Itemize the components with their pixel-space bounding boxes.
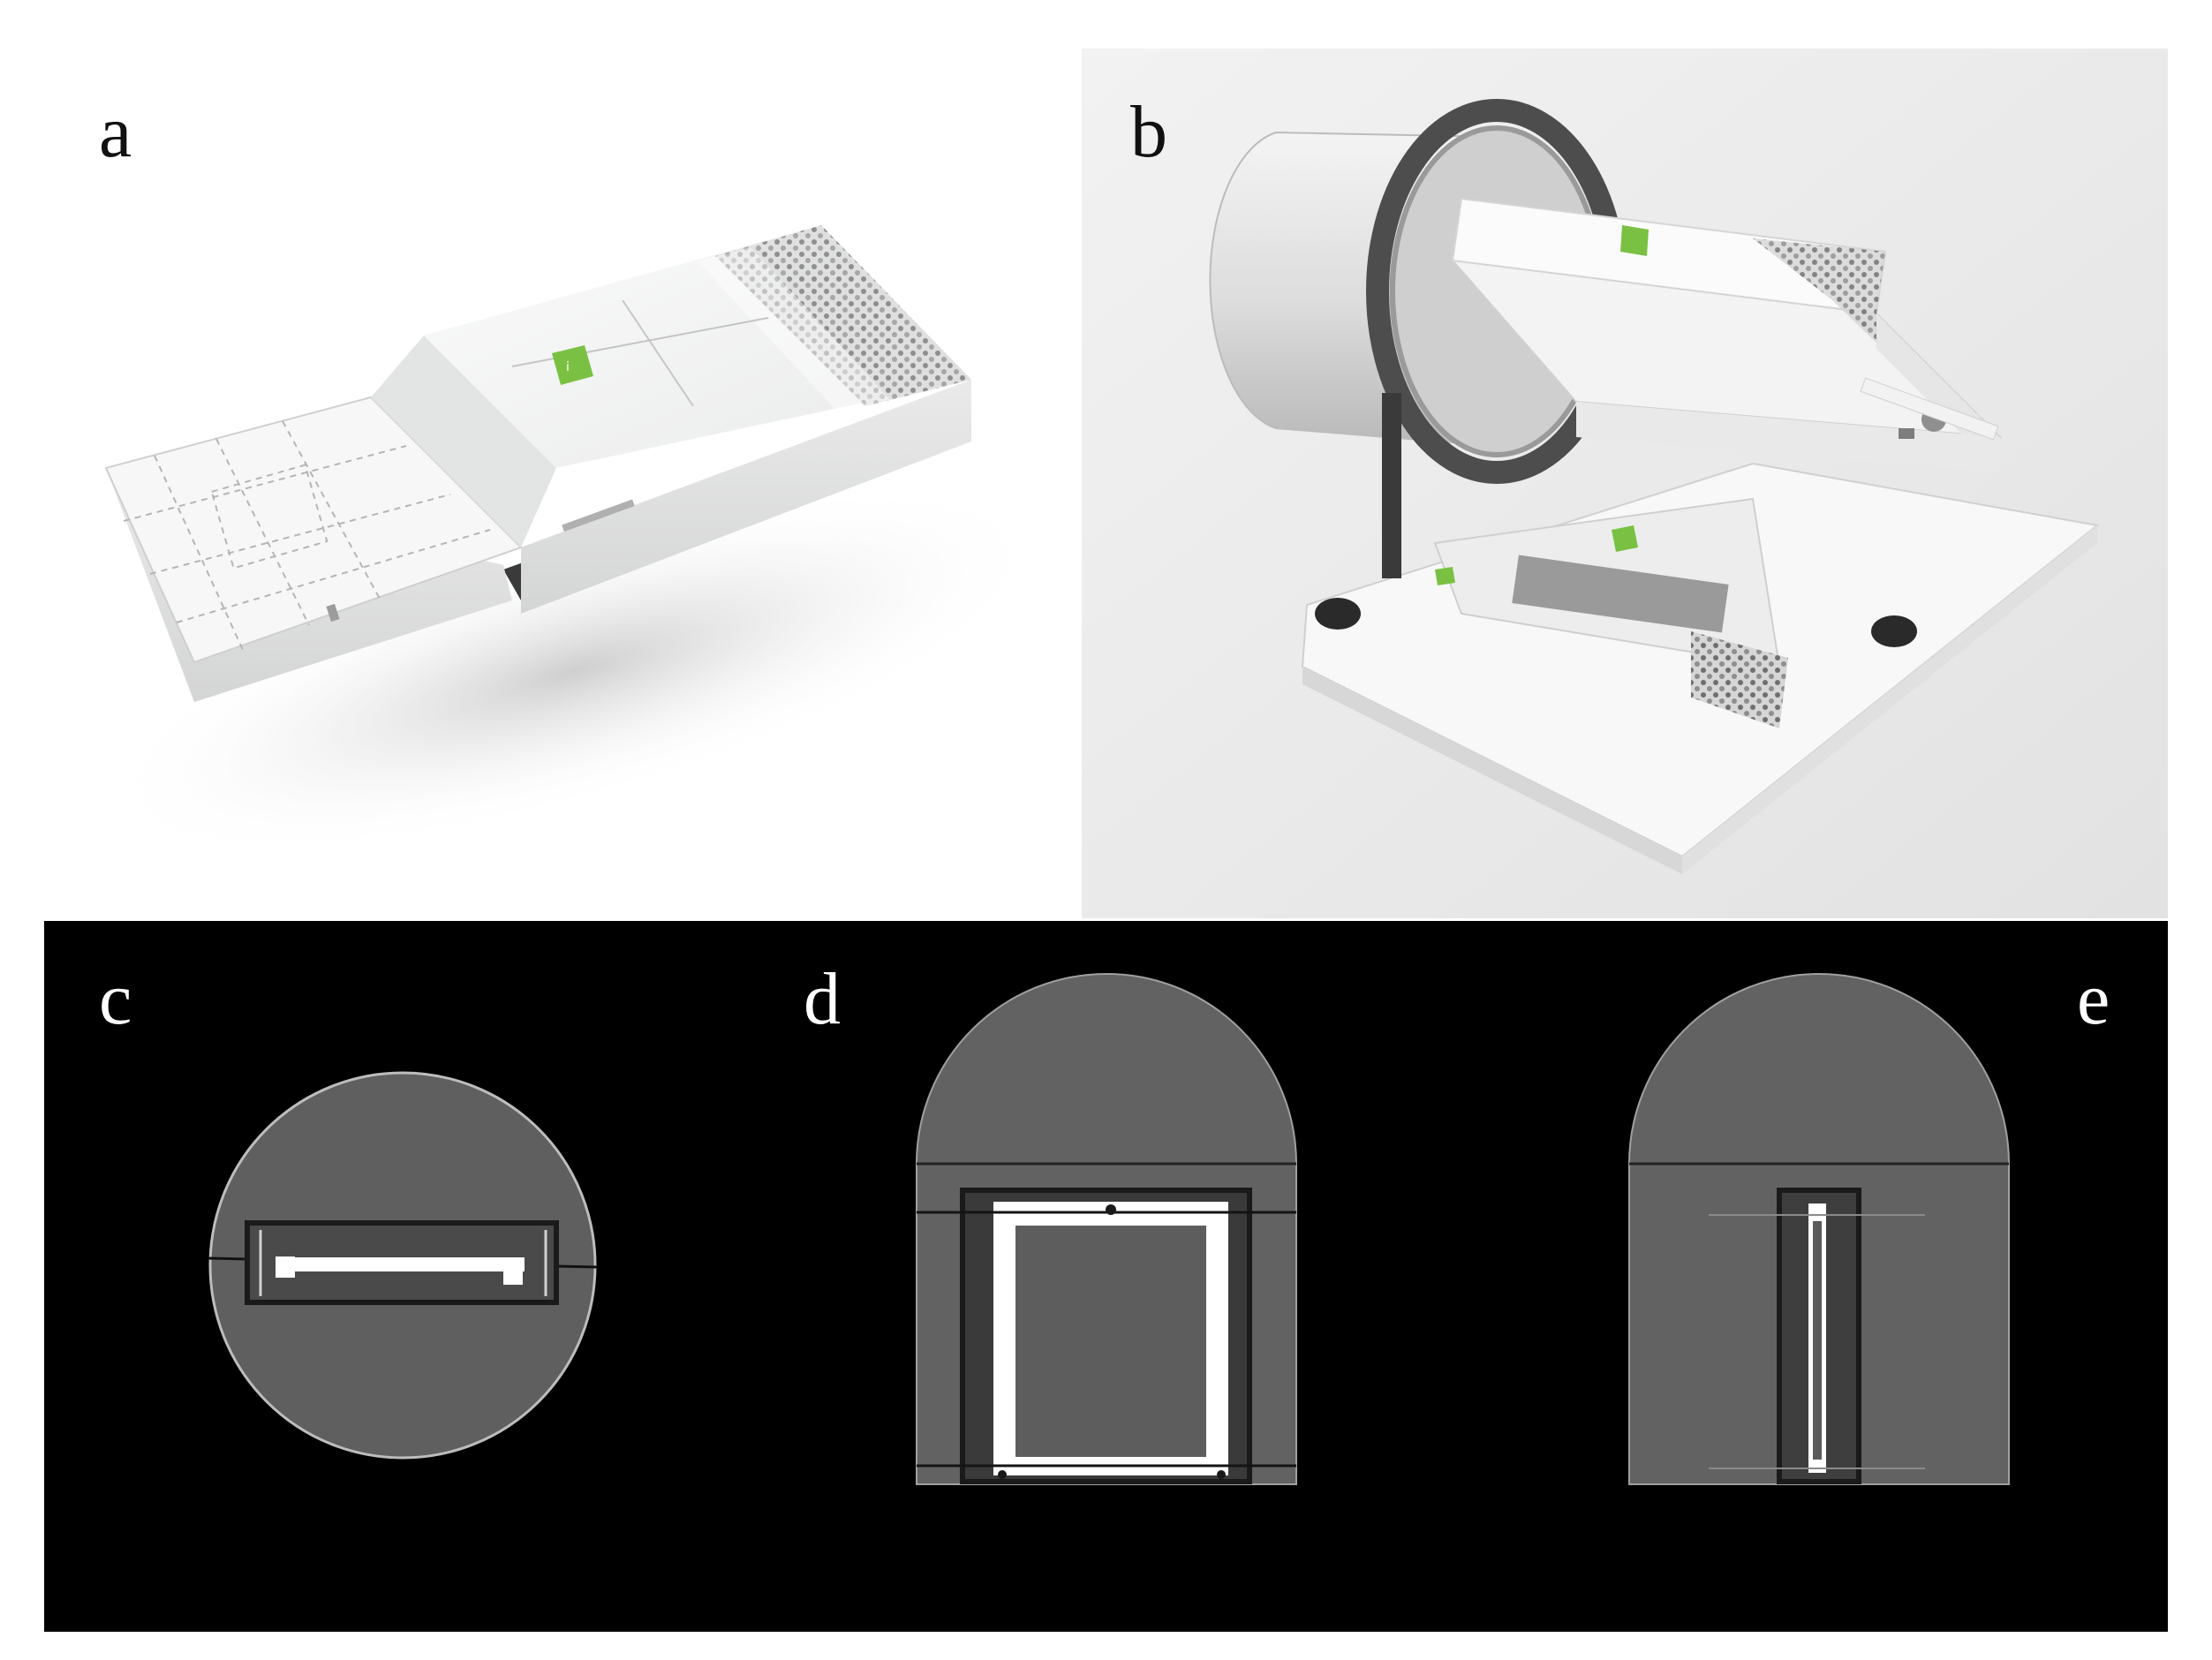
device-render-a: i: [97, 225, 1051, 858]
panel-b: [1082, 49, 2168, 918]
panel-label-e: e: [2077, 958, 2110, 1040]
svg-text:i: i: [566, 360, 570, 374]
ct-sagittal-slice: [1628, 973, 2010, 1485]
device-logo-icon: i: [552, 345, 593, 385]
panel-label-d: d: [804, 958, 841, 1040]
ct-images: [208, 973, 2010, 1485]
ct-coronal-slice: [916, 973, 1297, 1485]
panel-label-b: b: [1130, 91, 1167, 173]
panel-a: i: [44, 53, 1086, 918]
device-render-b: [1082, 49, 2168, 918]
panel-label-c: c: [99, 958, 132, 1040]
ct-axial-slice: [208, 1071, 598, 1460]
ct-strip: [44, 921, 2168, 1632]
panel-label-a: a: [99, 91, 132, 173]
